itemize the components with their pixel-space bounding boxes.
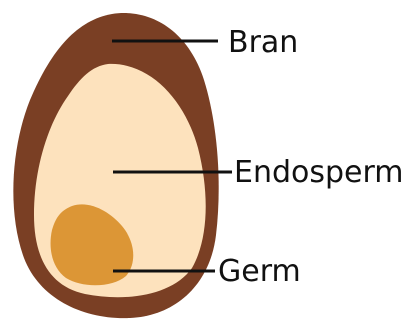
endosperm-label: Endosperm	[234, 155, 404, 190]
germ-label: Germ	[218, 254, 301, 289]
bran-label: Bran	[228, 25, 298, 60]
